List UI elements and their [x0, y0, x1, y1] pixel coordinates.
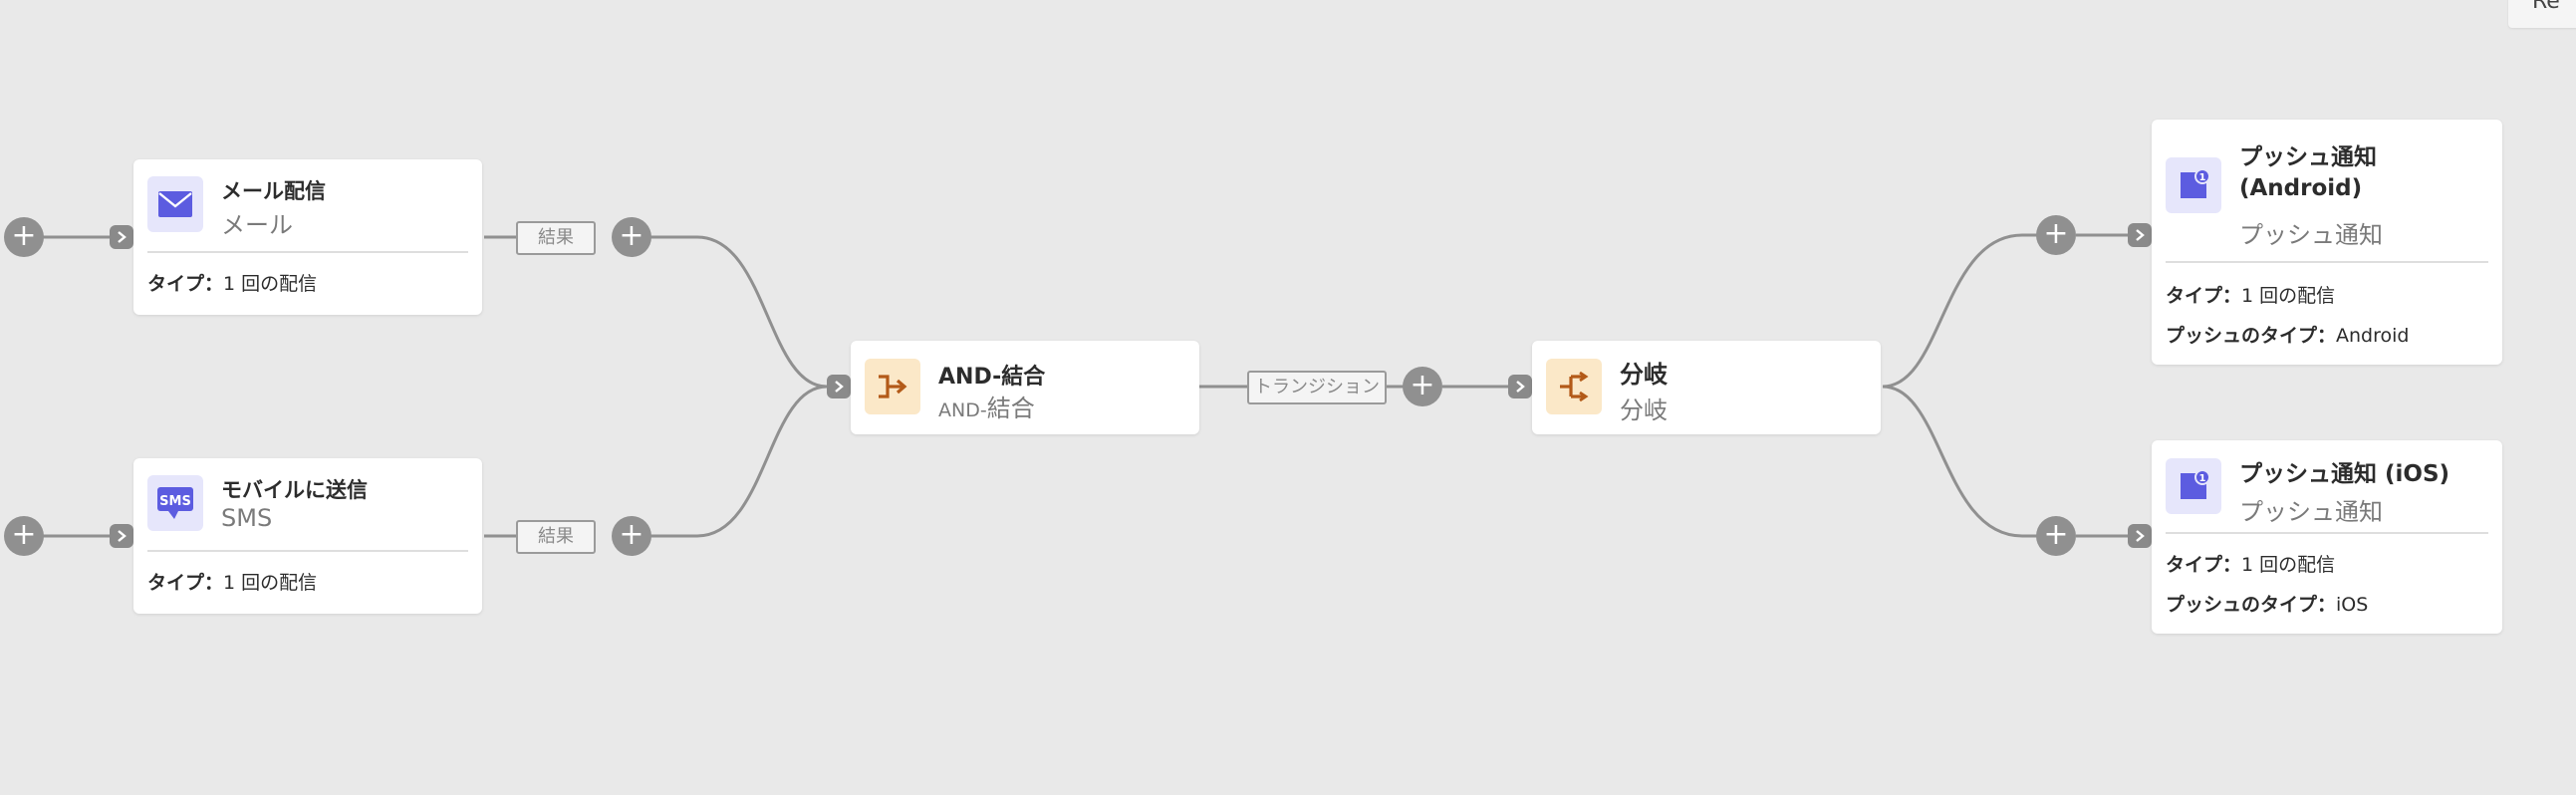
node-title: メール配信: [221, 179, 326, 203]
prop-key: タイプ：: [147, 273, 224, 295]
node-prop-push-type: プッシュのタイプ：iOS: [2166, 590, 2368, 617]
prop-key: プッシュのタイプ：: [2166, 594, 2337, 616]
node-subtitle: SMS: [221, 504, 273, 532]
subtitle-prefix: AND-: [938, 399, 987, 421]
add-activity-button-email-in[interactable]: +: [4, 217, 44, 257]
add-activity-button-after-transition[interactable]: +: [1403, 367, 1442, 406]
node-divider: [147, 550, 468, 552]
push-ios-node[interactable]: 1 プッシュ通知 (iOS) プッシュ通知 タイプ：1 回の配信 プッシュのタイ…: [2152, 440, 2502, 634]
email-input-port[interactable]: [110, 225, 133, 249]
chevron-right-icon: [118, 231, 127, 243]
email-delivery-node[interactable]: メール配信 メール タイプ：1 回の配信: [133, 159, 482, 315]
branch-icon: [1546, 359, 1602, 414]
prop-value: 1 回の配信: [223, 273, 318, 295]
chevron-right-icon: [118, 530, 127, 542]
node-subtitle: 分岐: [1620, 397, 1668, 424]
push-ios-input-port[interactable]: [2128, 524, 2152, 548]
branch-input-port[interactable]: [1508, 375, 1532, 398]
edge-label-transition[interactable]: トランジション: [1247, 371, 1387, 404]
sms-delivery-node[interactable]: SMS モバイルに送信 SMS タイプ：1 回の配信: [133, 458, 482, 614]
svg-text:SMS: SMS: [159, 494, 191, 509]
svg-text:1: 1: [2199, 172, 2206, 183]
node-prop-type: タイプ：1 回の配信: [2166, 550, 2335, 577]
node-divider: [2166, 532, 2488, 534]
prop-value: 1 回の配信: [223, 572, 318, 594]
prop-key: プッシュのタイプ：: [2166, 325, 2337, 347]
node-title: モバイルに送信: [221, 478, 368, 502]
top-right-button-label: Re: [2532, 0, 2560, 14]
node-subtitle: メール: [221, 211, 293, 239]
prop-key: タイプ：: [147, 572, 224, 594]
add-activity-button-after-sms[interactable]: +: [612, 516, 651, 556]
prop-value: 1 回の配信: [2241, 285, 2336, 307]
prop-key: タイプ：: [2166, 554, 2242, 576]
top-right-button[interactable]: Re: [2508, 0, 2576, 28]
node-title: 分岐: [1620, 361, 1668, 389]
sms-input-port[interactable]: [110, 524, 133, 548]
prop-value: 1 回の配信: [2241, 554, 2336, 576]
node-title: AND-結合: [938, 365, 1046, 390]
node-prop-push-type: プッシュのタイプ：Android: [2166, 321, 2409, 348]
node-prop-type: タイプ：1 回の配信: [2166, 281, 2335, 308]
prop-key: タイプ：: [2166, 285, 2242, 307]
node-subtitle: AND-結合: [938, 389, 1035, 423]
add-activity-button-sms-in[interactable]: +: [4, 516, 44, 556]
node-divider: [147, 251, 468, 253]
node-title: プッシュ通知 (iOS): [2239, 461, 2450, 487]
node-prop-type: タイプ：1 回の配信: [147, 269, 317, 296]
add-activity-button-after-email[interactable]: +: [612, 217, 651, 257]
envelope-icon: [147, 176, 203, 232]
edge-label-email-result[interactable]: 結果: [516, 221, 596, 255]
node-subtitle: プッシュ通知: [2239, 221, 2383, 249]
node-title-line2: (Android): [2239, 175, 2363, 201]
link-email-to-and: [649, 235, 839, 389]
link-sms-to-and: [649, 385, 839, 538]
sms-icon: SMS: [147, 475, 203, 531]
add-activity-button-before-ios[interactable]: +: [2036, 516, 2076, 556]
prop-value: Android: [2336, 325, 2410, 347]
node-subtitle: プッシュ通知: [2239, 498, 2383, 526]
branch-node[interactable]: 分岐 分岐: [1532, 341, 1881, 434]
push-notification-icon: 1: [2166, 458, 2221, 514]
chevron-right-icon: [1516, 381, 1525, 393]
node-title-line1: プッシュ通知: [2239, 144, 2377, 170]
and-join-icon: [865, 359, 920, 414]
node-prop-type: タイプ：1 回の配信: [147, 568, 317, 595]
add-activity-button-before-android[interactable]: +: [2036, 215, 2076, 255]
push-notification-icon: 1: [2166, 157, 2221, 213]
chevron-right-icon: [2136, 229, 2145, 241]
link-branch-to-ios: [1882, 385, 2054, 538]
subtitle-text: 結合: [986, 395, 1035, 422]
chevron-right-icon: [2136, 530, 2145, 542]
prop-value: iOS: [2336, 594, 2369, 616]
node-divider: [2166, 261, 2488, 263]
and-join-input-port[interactable]: [827, 375, 851, 398]
edge-label-sms-result[interactable]: 結果: [516, 520, 596, 554]
link-branch-to-android: [1882, 233, 2054, 389]
and-join-node[interactable]: AND-結合 AND-結合: [851, 341, 1199, 434]
chevron-right-icon: [835, 381, 844, 393]
svg-text:1: 1: [2199, 473, 2206, 484]
push-android-input-port[interactable]: [2128, 223, 2152, 247]
push-android-node[interactable]: 1 プッシュ通知 (Android) プッシュ通知 タイプ：1 回の配信 プッシ…: [2152, 120, 2502, 365]
